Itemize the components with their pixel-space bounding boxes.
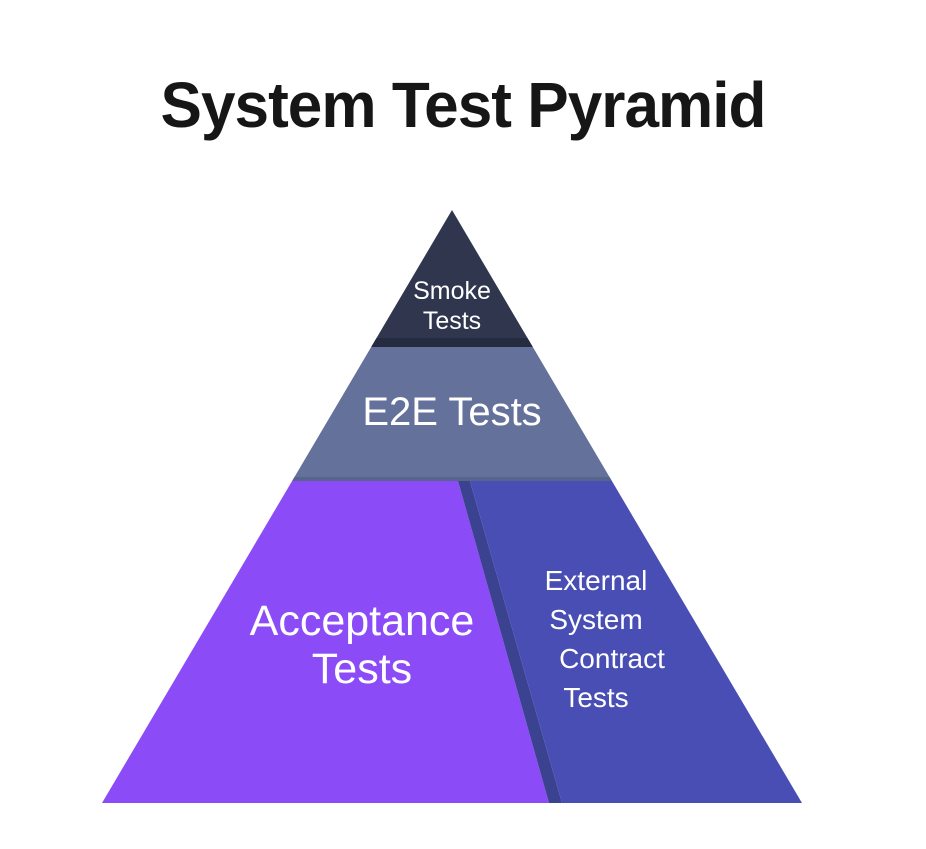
e2e-layer-shape <box>292 347 612 481</box>
acceptance-label-line: Acceptance <box>249 597 475 645</box>
external-label-line: External <box>544 565 648 596</box>
smoke-layer-shape <box>371 210 533 347</box>
smoke-label-line: Tests <box>422 307 482 335</box>
smoke-label: Smoke Tests <box>413 276 491 336</box>
acceptance-label-line: Tests <box>311 645 413 693</box>
layer-divider-shadow <box>458 481 562 803</box>
smoke-layer-bottom-edge <box>371 338 533 347</box>
external-label-line: System <box>549 604 643 635</box>
e2e-layer-bottom-edge <box>292 477 612 481</box>
e2e-label: E2E Tests <box>362 390 541 434</box>
acceptance-layer-shape <box>102 481 549 803</box>
external-label-line: Contract <box>559 643 665 674</box>
contract-layer-shape <box>470 481 802 803</box>
smoke-label-line: Smoke <box>413 277 491 305</box>
acceptance-label: Acceptance Tests <box>250 597 475 693</box>
e2e-label-line: E2E Tests <box>362 390 542 434</box>
external-system-contract-label: External System Contract Tests <box>543 561 665 717</box>
page-title: System Test Pyramid <box>160 69 767 141</box>
external-label-line: Tests <box>563 682 629 713</box>
